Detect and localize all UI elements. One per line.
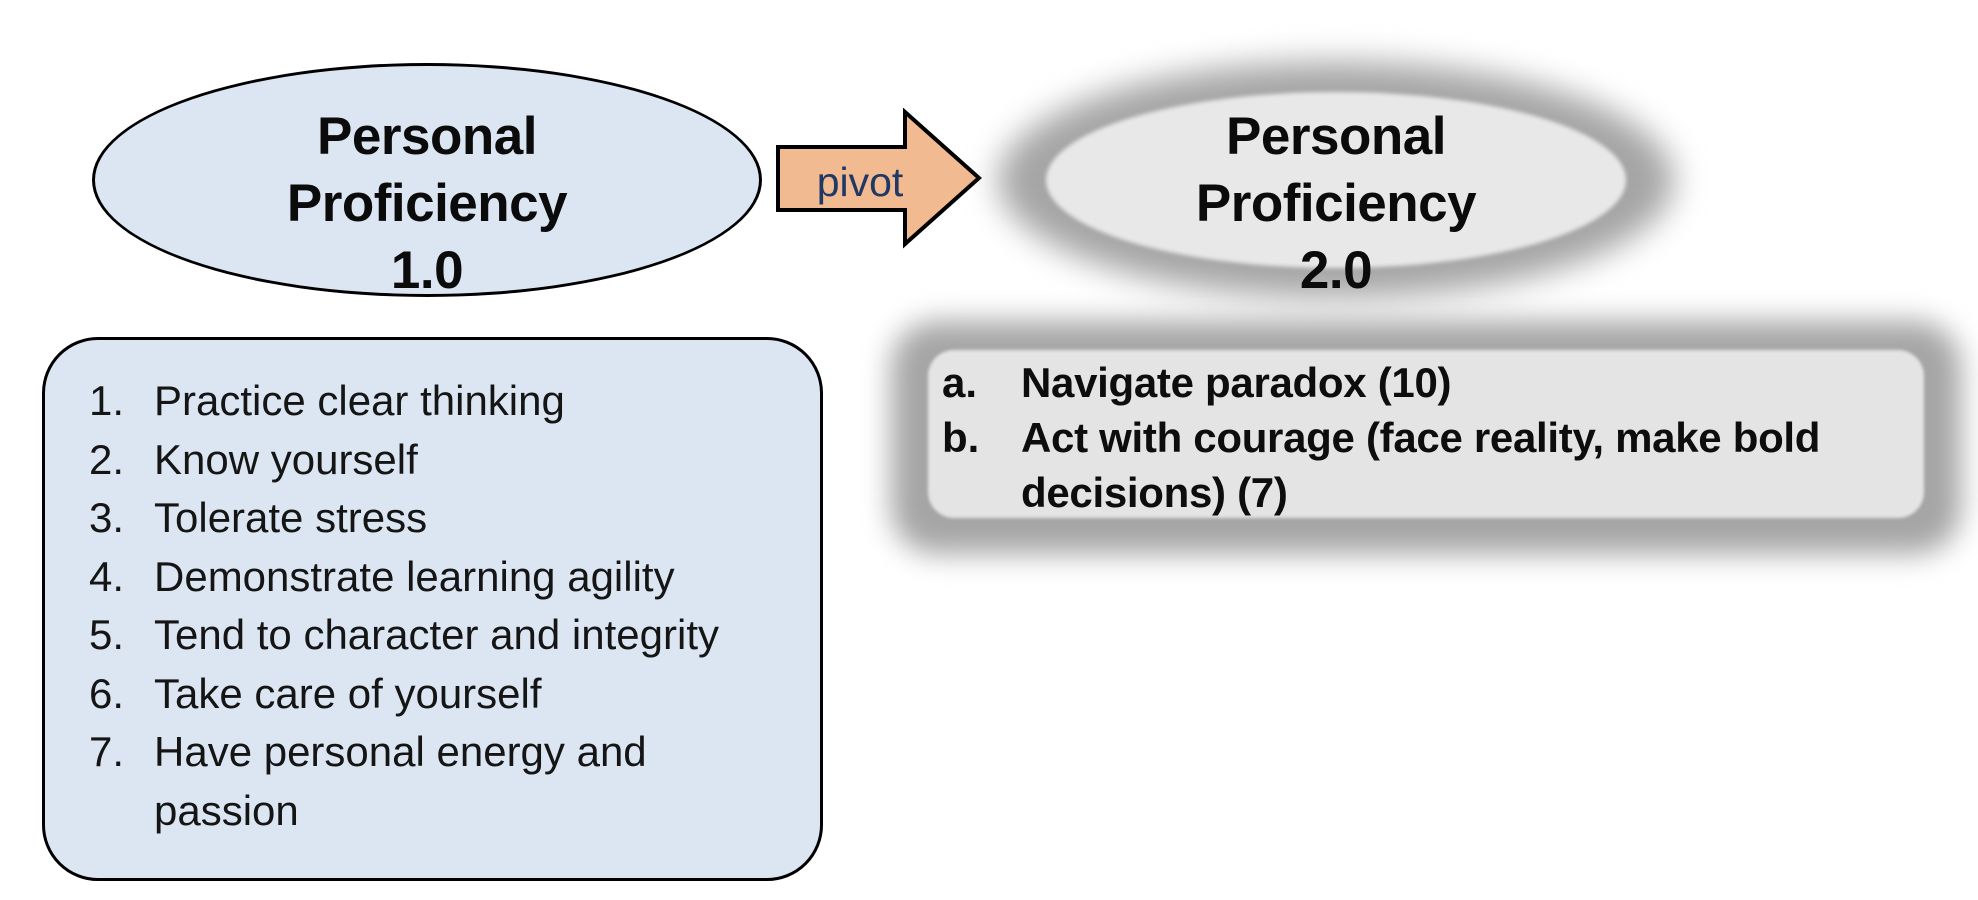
list-item: 2. Know yourself	[89, 431, 794, 490]
list-item-text: Navigate paradox (10)	[1021, 359, 1452, 406]
pivot-arrow-label: pivot	[816, 158, 904, 205]
ellipse-2-title: Personal Proficiency 2.0	[991, 63, 1681, 300]
ellipse-2-title-lines: Personal Proficiency 2.0	[1195, 103, 1477, 304]
list-item: 6. Take care of yourself	[89, 665, 794, 724]
list-marker: 2.	[89, 435, 125, 483]
list-item: 3. Tolerate stress	[89, 489, 794, 548]
ellipse-1-title-line-1: Personal	[317, 106, 537, 166]
list-item: b. Act with courage (face reality, make …	[942, 410, 1948, 520]
list-item: 1. Practice clear thinking	[89, 372, 794, 431]
proficiency-2-list: a. Navigate paradox (10) b. Act with cou…	[928, 350, 1948, 520]
list-marker: 1.	[89, 377, 125, 424]
list-item-text: Practice clear thinking	[154, 377, 565, 424]
list-marker: 5.	[89, 611, 125, 658]
list-item-text: Tend to character and integrity	[154, 611, 719, 658]
pivot-arrow-shape	[776, 108, 983, 249]
ellipse-1-version: 1.0	[390, 240, 464, 300]
proficiency-1-list-box: 1. Practice clear thinking 2. Know yours…	[42, 337, 823, 881]
ellipse-1-title: Personal Proficiency 1.0	[286, 103, 568, 304]
list-item-text: Tolerate stress	[154, 494, 428, 541]
ellipse-1-title-line-2: Proficiency	[286, 173, 568, 233]
list-marker: 4.	[89, 552, 125, 600]
proficiency-2-list-box	[928, 350, 1924, 518]
list-item: 5. Tend to character and integrity	[89, 606, 794, 665]
ellipse-personal-proficiency-1: Personal Proficiency 1.0	[92, 63, 762, 300]
list-item-text: Act with courage (face reality, make bol…	[1021, 414, 1821, 516]
list-item-text: Demonstrate learning agility	[154, 552, 675, 600]
list-item-text: Know yourself	[154, 435, 418, 483]
ellipse-2-version: 2.0	[1299, 240, 1373, 300]
ellipse-2-title-line-1: Personal	[1226, 106, 1446, 166]
ellipse-2-title-line-2: Proficiency	[1195, 173, 1477, 233]
list-item-text: Have personal energy and passion	[154, 728, 647, 834]
list-item: a. Navigate paradox (10)	[942, 355, 1948, 410]
list-item: 7. Have personal energy and passion	[89, 723, 794, 840]
pivot-arrow-icon	[776, 108, 983, 249]
ellipse-personal-proficiency-2	[1046, 92, 1626, 268]
list-marker: 6.	[89, 669, 125, 717]
list-marker: a.	[942, 359, 978, 406]
list-item: 4. Demonstrate learning agility	[89, 548, 794, 607]
list-item-text: Take care of yourself	[154, 669, 542, 717]
list-marker: 3.	[89, 494, 125, 541]
list-marker: 7.	[89, 728, 125, 775]
list-marker: b.	[942, 414, 980, 461]
